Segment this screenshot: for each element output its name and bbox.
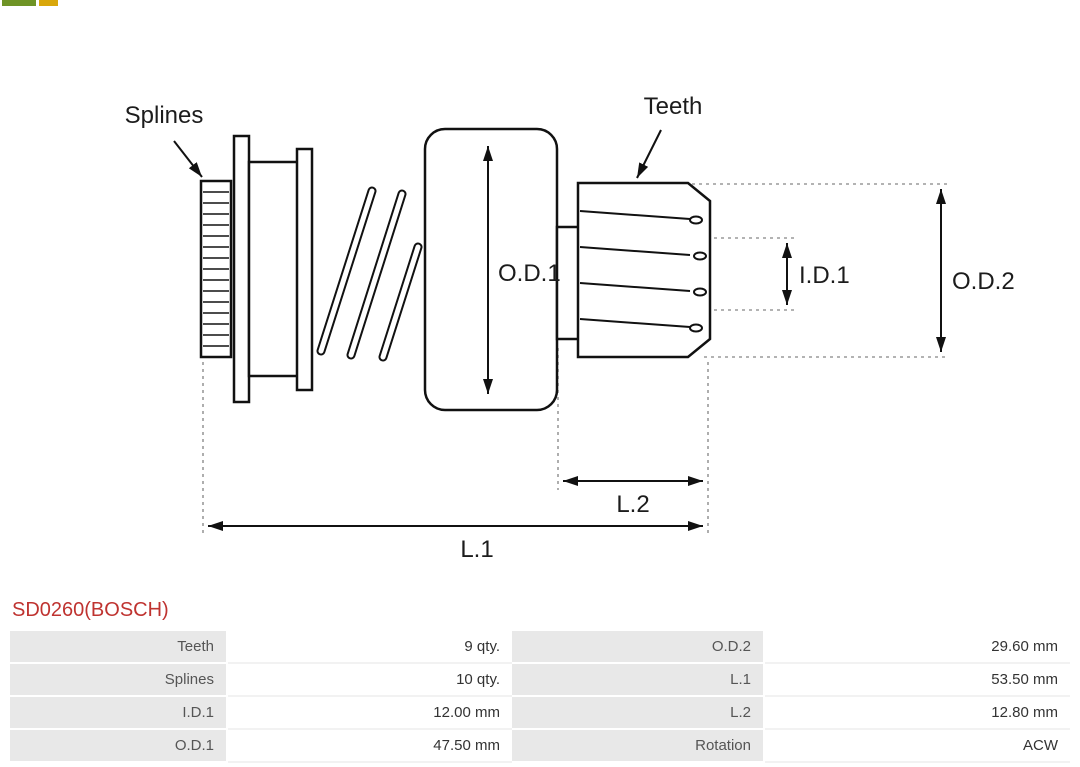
spec-label-l2: L.2: [512, 697, 765, 730]
teeth-leader-arrow: [636, 129, 662, 179]
l2-label: L.2: [616, 491, 649, 518]
spec-value-l1: 53.50 mm: [765, 664, 1070, 697]
spec-label-od1: O.D.1: [10, 730, 228, 763]
spec-table: Teeth 9 qty. O.D.2 29.60 mm Splines 10 q…: [10, 631, 1070, 763]
spec-label-rotation: Rotation: [512, 730, 765, 763]
spec-value-rotation: ACW: [765, 730, 1070, 763]
spec-label-od2: O.D.2: [512, 631, 765, 664]
logo-fragment-green: [2, 0, 36, 6]
logo-fragment: [2, 0, 60, 6]
teeth-label: Teeth: [644, 93, 703, 120]
starter-drive-outline: [199, 127, 712, 412]
logo-fragment-gold: [39, 0, 58, 6]
dimension-lines: [173, 129, 946, 531]
part-diagram: Splines Teeth O.D.1 I.D.1 O.D.2 L.2 L.1: [125, 93, 1015, 563]
pinion-gear: [576, 181, 712, 359]
spec-value-od2: 29.60 mm: [765, 631, 1070, 664]
od1-label: O.D.1: [498, 260, 561, 287]
splined-shaft: [199, 179, 233, 359]
splines-label: Splines: [125, 102, 204, 129]
spec-label-id1: I.D.1: [10, 697, 228, 730]
front-flange-disc: [232, 134, 251, 404]
od2-label: O.D.2: [952, 268, 1015, 295]
l1-label: L.1: [460, 536, 493, 563]
flange-hub: [247, 160, 301, 378]
drive-spring: [316, 186, 423, 362]
id1-label: I.D.1: [799, 262, 850, 289]
spec-label-l1: L.1: [512, 664, 765, 697]
spec-value-teeth: 9 qty.: [228, 631, 512, 664]
rear-flange-disc: [295, 147, 314, 392]
spec-value-splines: 10 qty.: [228, 664, 512, 697]
spec-label-teeth: Teeth: [10, 631, 228, 664]
splines-leader-arrow: [173, 140, 203, 178]
product-title: SD0260(BOSCH): [12, 599, 169, 621]
spec-value-od1: 47.50 mm: [228, 730, 512, 763]
spec-label-splines: Splines: [10, 664, 228, 697]
spec-value-l2: 12.80 mm: [765, 697, 1070, 730]
spec-value-id1: 12.00 mm: [228, 697, 512, 730]
